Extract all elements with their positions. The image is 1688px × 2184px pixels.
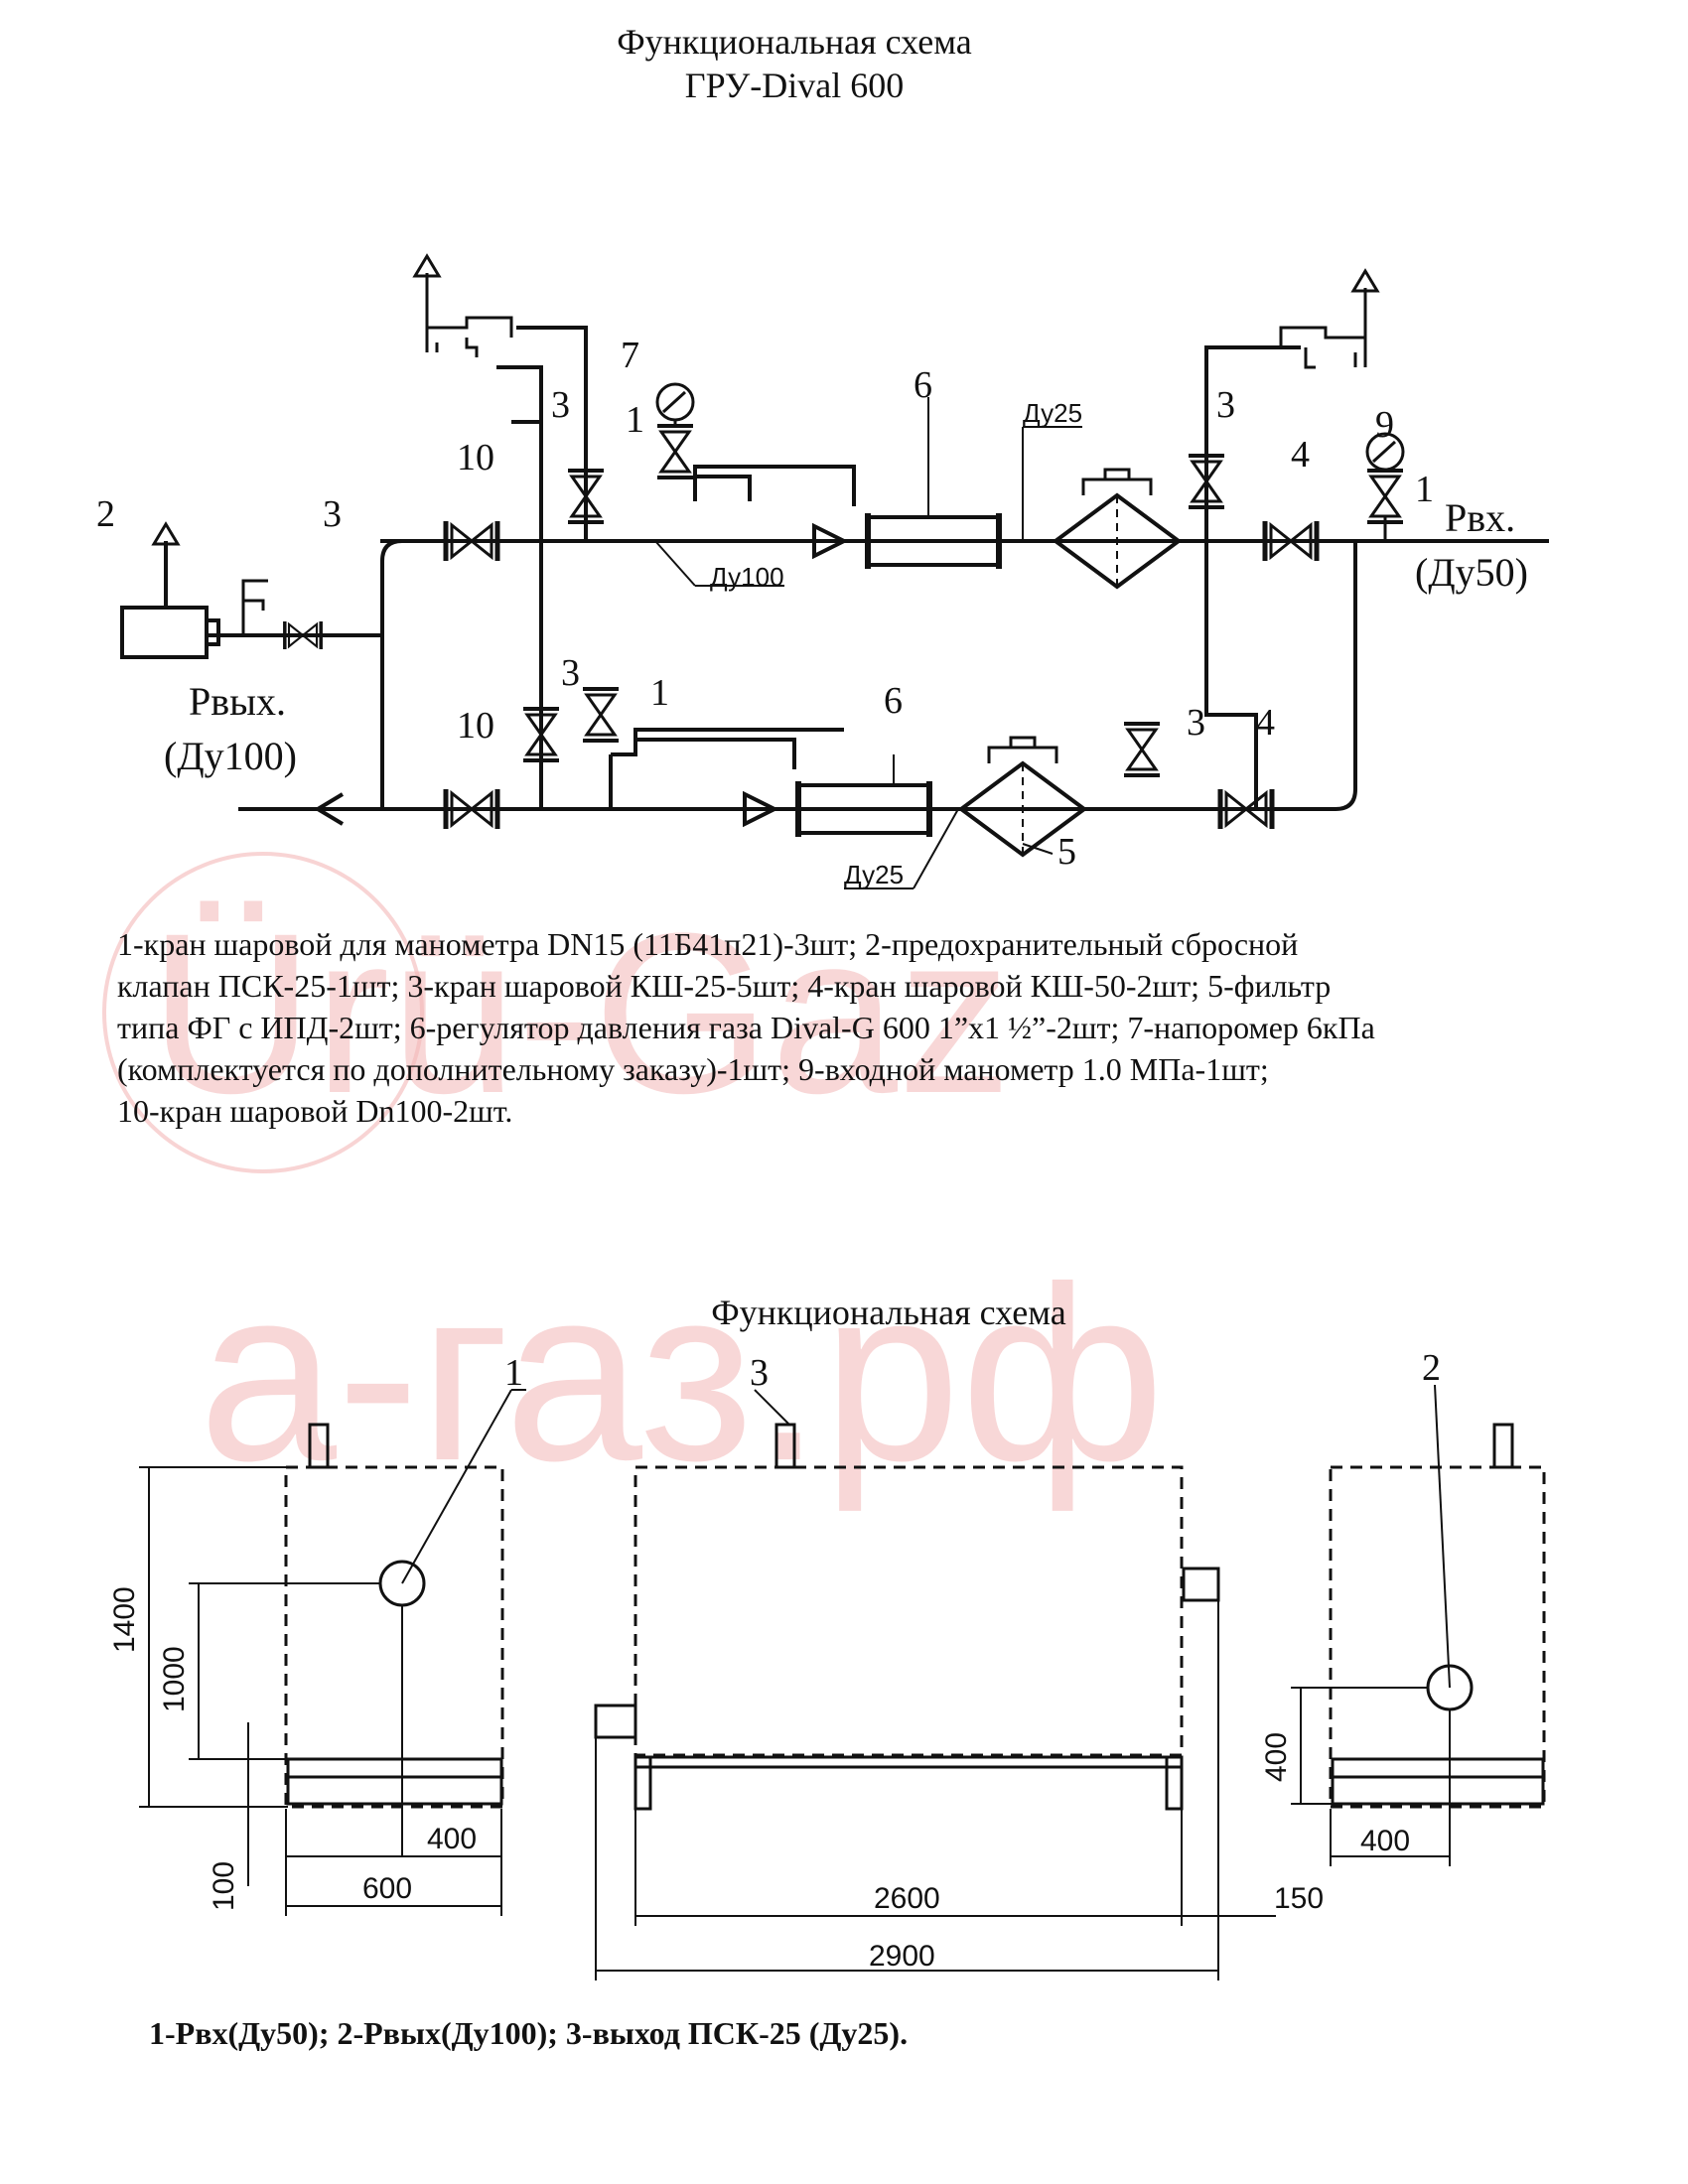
- inlet-size: (Ду50): [1415, 550, 1528, 595]
- watermark-upper: Ürü-Gaz: [102, 852, 1012, 1173]
- vent-stack-top-left: [412, 253, 513, 357]
- outlet-size: (Ду100): [164, 734, 297, 778]
- inlet-label: Рвх.: [1445, 495, 1515, 540]
- dim-2900: 2900: [869, 1940, 935, 1973]
- callout-outlet-2: 2: [1422, 1347, 1441, 1389]
- connections-legend: 1-Рвх(Ду50); 2-Рвых(Ду100); 3-выход ПСК-…: [149, 2015, 909, 2051]
- callout-1-inlet: 1: [1415, 469, 1434, 510]
- dim-2600: 2600: [874, 1882, 940, 1915]
- cabinet-front: [594, 1423, 1220, 1811]
- callout-4-bottom: 4: [1256, 702, 1275, 744]
- diagram2-title: Функциональная схема: [711, 1293, 1066, 1332]
- callout-9: 9: [1375, 404, 1394, 446]
- flow-arrow-top: [812, 522, 849, 560]
- dim-150: 150: [1274, 1882, 1324, 1915]
- page-title: Функциональная схема: [617, 22, 972, 62]
- valve-1-bottom: [581, 687, 621, 743]
- watermark-lower: а-газ.рф: [199, 1235, 1165, 1512]
- callout-7: 7: [621, 335, 639, 376]
- dimension-lines: [139, 1384, 1451, 1980]
- legend-line: типа ФГ с ИПД-2шт; 6-регулятор давления …: [117, 1010, 1375, 1045]
- outlet-arrow: [314, 792, 345, 826]
- equipment-legend: 1-кран шаровой для манометра DN15 (11Б41…: [117, 923, 1607, 1132]
- callout-3-relief: 3: [323, 493, 342, 535]
- leader-lines: [654, 397, 1082, 889]
- dim-400-left: 400: [427, 1823, 477, 1855]
- dim-100: 100: [208, 1861, 240, 1911]
- pipe-label-du100: Ду100: [710, 562, 784, 592]
- callout-10-bottom: 10: [457, 705, 494, 747]
- callout-3-bottom-left: 3: [561, 652, 580, 694]
- outlet-label: Рвых.: [189, 679, 286, 724]
- pipe-network: [209, 326, 1549, 811]
- flow-arrow-bottom: [743, 790, 779, 828]
- cabinet-side-right: [1329, 1423, 1546, 1809]
- legend-line: клапан ПСК-25-1шт; 3-кран шаровой КШ-25-…: [117, 968, 1332, 1004]
- relief-valve-psk: [120, 521, 268, 659]
- dim-600: 600: [362, 1872, 412, 1905]
- svg-text:Ürü-Gaz: Ürü-Gaz: [149, 886, 1012, 1141]
- gauge-7-draft-meter: [655, 382, 695, 427]
- page-subtitle: ГРУ-Dival 600: [684, 66, 905, 105]
- pipe-label-du25-bottom: Ду25: [844, 860, 904, 889]
- pipe-label-du25-top: Ду25: [1023, 398, 1082, 428]
- callout-1-bottom: 1: [650, 672, 669, 714]
- callout-3-top-left: 3: [551, 384, 570, 426]
- callout-5: 5: [1057, 831, 1076, 873]
- dim-400-right-height: 400: [1260, 1732, 1293, 1782]
- callout-10-top: 10: [457, 437, 494, 478]
- callout-3-top-right: 3: [1216, 384, 1235, 426]
- callout-6-top: 6: [914, 364, 932, 406]
- callout-2: 2: [96, 493, 115, 535]
- callout-6-bottom: 6: [884, 680, 903, 722]
- legend-line: 10-кран шаровой Dn100-2шт.: [117, 1093, 513, 1129]
- valve-3-bottom-right: [1122, 722, 1162, 777]
- dim-1400: 1400: [108, 1586, 141, 1653]
- valve-1-inlet: [1365, 469, 1405, 524]
- filter-5-top: [1054, 468, 1181, 589]
- dim-1000: 1000: [158, 1646, 191, 1712]
- callout-vent-3: 3: [750, 1352, 769, 1394]
- vent-stack-top-right: [1279, 268, 1380, 369]
- gauge-9-inlet-manometer: [1365, 432, 1405, 472]
- callout-3-bottom-right: 3: [1187, 702, 1205, 744]
- callout-1-top: 1: [626, 399, 644, 441]
- callout-inlet-1: 1: [504, 1352, 523, 1394]
- callout-4-top: 4: [1291, 434, 1310, 476]
- valve-1-top: [655, 424, 695, 479]
- legend-line: (комплектуется по дополнительному заказу…: [117, 1051, 1269, 1087]
- legend-line: 1-кран шаровой для манометра DN15 (11Б41…: [117, 926, 1299, 962]
- dim-400-right-width: 400: [1360, 1825, 1410, 1857]
